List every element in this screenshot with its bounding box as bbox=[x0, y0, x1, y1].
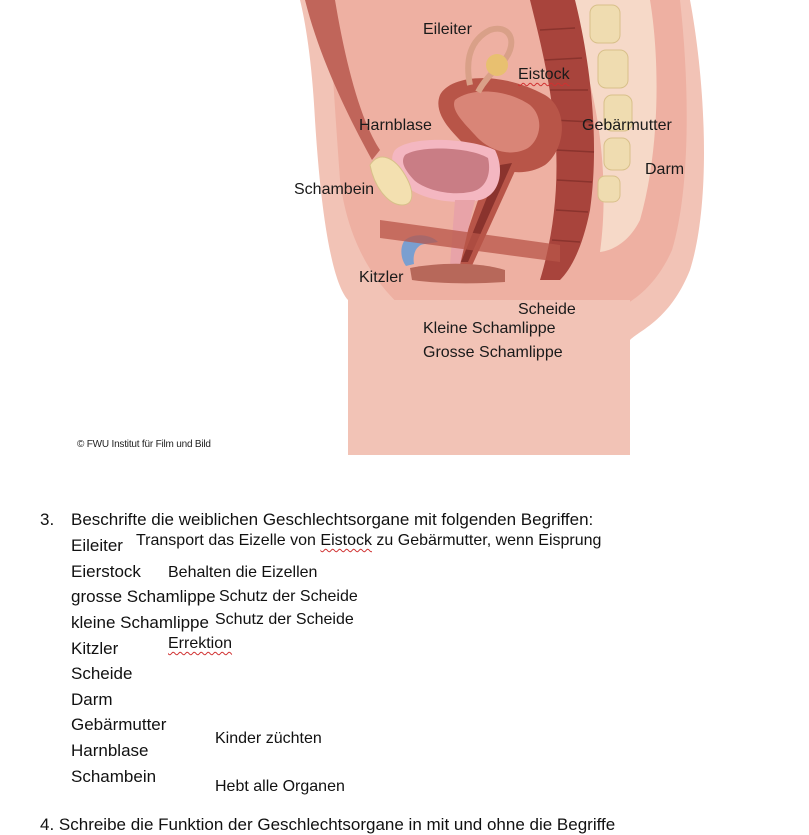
term-item: Gebärmutter bbox=[71, 715, 167, 734]
label-gebaermutter: Gebärmutter bbox=[582, 117, 672, 134]
task-number: 3. bbox=[40, 510, 55, 529]
term-item: Darm bbox=[71, 690, 113, 709]
label-scheide: Scheide bbox=[518, 301, 576, 318]
image-credit: © FWU Institut für Film und Bild bbox=[77, 439, 211, 450]
label-grosse-schamlippe: Grosse Schamlippe bbox=[423, 344, 563, 361]
explanation-kleine-schamlippe: Schutz der Scheide bbox=[215, 611, 354, 628]
label-schambein: Schambein bbox=[294, 181, 375, 198]
explanation-eileiter: Transport das Eizelle von Eistock zu Geb… bbox=[136, 532, 602, 549]
label-kleine-schamlippe: Kleine Schamlippe bbox=[423, 320, 556, 337]
anatomy-figure: Eileiter Eistock Harnblase Gebärmutter D… bbox=[77, 0, 704, 455]
task-instruction: Beschrifte die weiblichen Geschlechtsorg… bbox=[71, 510, 594, 529]
explanation-kitzler: Errektion bbox=[168, 635, 233, 652]
term-item: Kitzler bbox=[71, 639, 119, 658]
explanation-schambein: Hebt alle Organen bbox=[215, 778, 345, 795]
term-item: Scheide bbox=[71, 664, 133, 683]
explanation-grosse-schamlippe: Schutz der Scheide bbox=[219, 588, 358, 605]
term-item: grosse Schamlippe bbox=[71, 587, 216, 606]
label-kitzler: Kitzler bbox=[359, 269, 404, 286]
term-item: kleine Schamlippe bbox=[71, 613, 209, 632]
term-item: Eierstock bbox=[71, 562, 141, 581]
label-harnblase: Harnblase bbox=[359, 117, 432, 134]
explanation-eierstock: Behalten die Eizellen bbox=[168, 564, 318, 581]
female-reproductive-organs-illustration bbox=[300, 0, 704, 455]
label-darm: Darm bbox=[645, 161, 685, 178]
term-item: Schambein bbox=[71, 767, 157, 786]
term-item: Harnblase bbox=[71, 741, 149, 760]
explanation-gebaermutter: Kinder züchten bbox=[215, 730, 322, 747]
term-item: Eileiter bbox=[71, 536, 123, 555]
label-eistock: Eistock bbox=[518, 66, 570, 83]
next-task-partial: 4. Schreibe die Funktion der Geschlechts… bbox=[40, 815, 616, 834]
label-eileiter: Eileiter bbox=[423, 21, 472, 38]
